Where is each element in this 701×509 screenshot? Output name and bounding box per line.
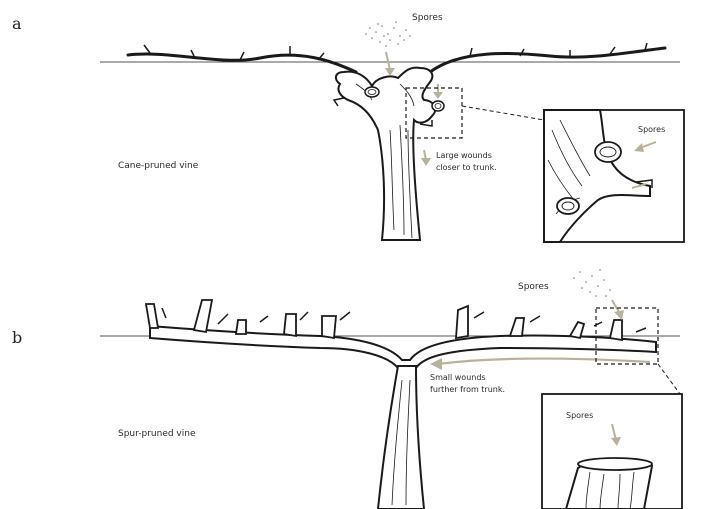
panel-b-inset-spores-label: Spores [566,410,593,422]
panel-a-inset-spores-label: Spores [638,124,665,136]
panel-a-wound-caption-2: closer to trunk. [436,162,497,174]
panel-b-spore-cloud [573,269,611,297]
panel-b-letter: b [12,328,22,347]
panel-a-right-cane [430,48,665,72]
panel-b-vine-label: Spur-pruned vine [118,428,196,440]
panel-a-wound-caption-1: Large wounds [436,150,492,162]
panel-a-trunk [336,68,435,240]
panel-a-spore-cloud [365,21,411,47]
panel-b-spores-label: Spores [518,281,549,293]
panel-a-spores-label: Spores [412,12,443,24]
panel-b-wound-caption-2: further from trunk. [430,384,505,396]
panel-b-wound-caption-1: Small wounds [430,372,486,384]
panel-b-inset [542,394,682,509]
panel-a-drawing [100,21,684,242]
panel-a-letter: a [12,14,22,33]
panel-b-long-arrow [438,359,650,365]
panel-a-vine-label: Cane-pruned vine [118,160,198,172]
panel-b-drawing [100,269,682,509]
